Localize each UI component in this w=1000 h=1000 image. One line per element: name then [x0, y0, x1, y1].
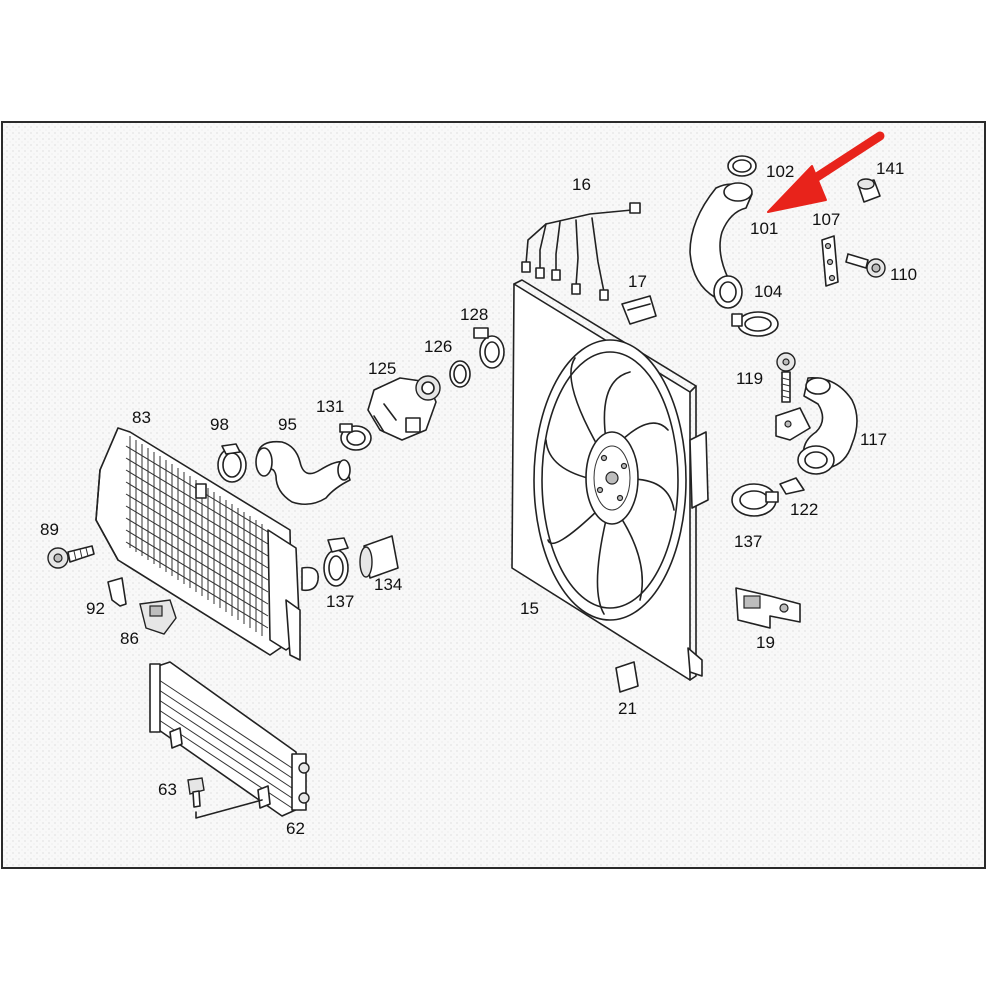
bolt-110	[845, 253, 886, 278]
callout-63: 63	[158, 780, 177, 799]
callout-107: 107	[812, 210, 840, 229]
callout-17: 17	[628, 272, 647, 291]
strap-107	[821, 235, 839, 287]
seal-ring-126	[449, 360, 471, 388]
callout-110: 110	[890, 265, 917, 284]
red-arrow-icon	[767, 131, 885, 213]
callout-134: 134	[374, 575, 402, 594]
callout-21: 21	[618, 699, 637, 718]
callout-119: 119	[736, 369, 763, 388]
clip-21	[615, 661, 639, 693]
clamp-128	[473, 327, 505, 369]
callout-137-right: 137	[734, 532, 762, 551]
callout-128: 128	[460, 305, 488, 324]
clip-92	[107, 577, 127, 607]
seal-ring-102	[727, 155, 757, 177]
callout-95: 95	[278, 415, 297, 434]
callout-83: 83	[132, 408, 151, 427]
callout-122: 122	[790, 500, 818, 519]
clamp-104	[731, 311, 779, 337]
coolant-hose-101	[689, 182, 753, 309]
callout-137-left: 137	[326, 592, 354, 611]
fan-shroud-15	[511, 279, 709, 681]
sensor-86	[139, 599, 177, 635]
clamp-131	[339, 423, 372, 451]
bushing-141	[857, 178, 881, 203]
thermostat-housing-125	[367, 375, 441, 441]
callout-89: 89	[40, 520, 59, 539]
callout-16: 16	[572, 175, 591, 194]
callout-125: 125	[368, 359, 396, 378]
oil-cooler	[149, 661, 310, 817]
callout-15: 15	[520, 599, 539, 618]
bolt-89	[47, 545, 95, 569]
bolt-63	[187, 777, 263, 819]
callout-86: 86	[120, 629, 139, 648]
bolt-119	[776, 352, 796, 403]
clamp-17	[621, 295, 657, 325]
callout-92: 92	[86, 599, 105, 618]
coolant-hose-117	[775, 377, 858, 475]
callout-labels: 16 102 141 101 107 110 17 104 128 126 12…	[40, 159, 917, 838]
wire-harness-16	[521, 202, 641, 301]
callout-117: 117	[860, 430, 887, 449]
callout-98: 98	[210, 415, 229, 434]
clip-122	[779, 477, 805, 495]
callout-102: 102	[766, 162, 794, 181]
intercooler	[95, 427, 319, 661]
callout-141: 141	[876, 159, 904, 178]
callout-62: 62	[286, 819, 305, 838]
clamp-137-left	[323, 537, 349, 587]
callout-126: 126	[424, 337, 452, 356]
callout-19: 19	[756, 633, 775, 652]
callout-101: 101	[750, 219, 778, 238]
clamp-137-right	[731, 483, 779, 517]
hose-95	[255, 440, 351, 506]
callout-104: 104	[754, 282, 782, 301]
bracket-19	[735, 587, 801, 629]
callout-131: 131	[316, 397, 344, 416]
sleeve-134	[359, 535, 399, 579]
clamp-98	[217, 443, 247, 483]
